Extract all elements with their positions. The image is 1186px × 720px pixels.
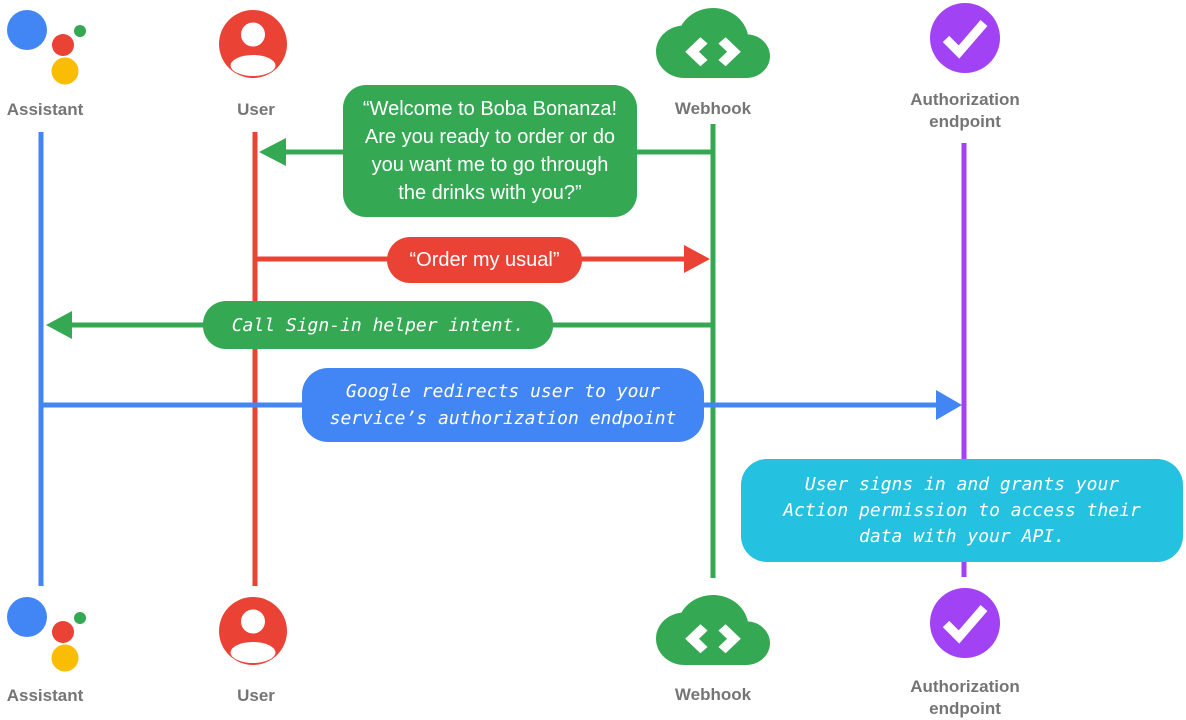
assistant-label-top: Assistant <box>6 100 84 119</box>
user-label-top: User <box>237 100 275 119</box>
webhook-label-bottom: Webhook <box>674 685 752 704</box>
message-bubble-grant: User signs in and grants your Action per… <box>741 459 1183 562</box>
message-bubble-signin-helper: Call Sign-in helper intent. <box>203 301 553 349</box>
message-line: Call Sign-in helper intent. <box>231 314 525 336</box>
message-bubble-welcome: “Welcome to Boba Bonanza! Are you ready … <box>343 85 637 217</box>
redirect-arrowhead-icon <box>936 390 962 420</box>
message-line: data with your API. <box>859 525 1065 547</box>
authorization-endpoint-icon <box>930 3 1000 73</box>
order-arrowhead-icon <box>684 245 710 273</box>
message-bubble-redirect: Google redirects user to your service’s … <box>302 368 704 442</box>
user-icon <box>219 10 287 78</box>
message-line: User signs in and grants your <box>804 473 1120 495</box>
signin-helper-arrowhead-icon <box>46 311 72 339</box>
welcome-arrowhead-icon <box>259 138 286 166</box>
code-icon <box>685 624 708 654</box>
message-line: Google redirects user to your <box>345 381 661 402</box>
message-line: service’s authorization endpoint <box>329 408 677 429</box>
checkmark-icon <box>942 605 988 644</box>
webhook-icon <box>656 595 770 665</box>
auth-endpoint-label-top: Authorization endpoint <box>910 90 1020 131</box>
message-line: the drinks with you?” <box>398 182 582 204</box>
auth-endpoint-label-bottom: Authorization endpoint <box>910 677 1020 718</box>
user-icon <box>219 597 287 665</box>
assistant-icon <box>7 10 86 85</box>
message-bubble-order: “Order my usual” <box>387 237 582 283</box>
assistant-icon <box>7 597 86 672</box>
checkmark-icon <box>942 20 988 59</box>
message-line: Action permission to access their <box>783 499 1141 521</box>
code-icon <box>685 37 708 67</box>
message-line: you want me to go through <box>371 154 609 176</box>
user-label-bottom: User <box>237 686 275 705</box>
assistant-label-bottom: Assistant <box>6 686 84 705</box>
webhook-label-top: Webhook <box>674 99 752 118</box>
message-line: “Welcome to Boba Bonanza! <box>362 98 618 120</box>
webhook-icon <box>656 8 770 78</box>
message-line: Are you ready to order or do <box>364 126 616 148</box>
message-line: “Order my usual” <box>409 249 560 271</box>
authorization-endpoint-icon <box>930 588 1000 658</box>
